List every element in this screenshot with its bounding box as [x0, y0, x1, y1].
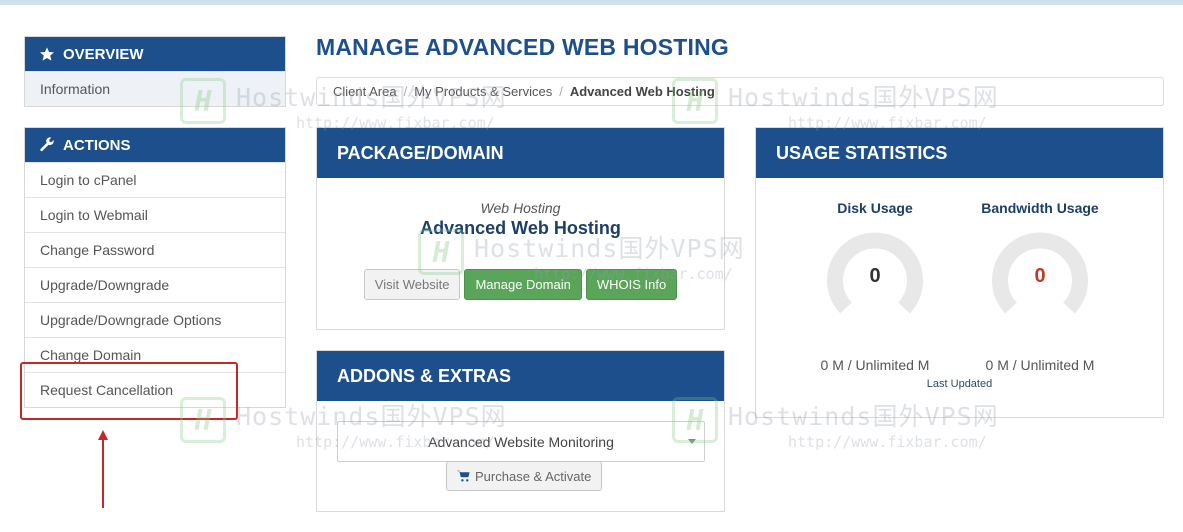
sidebar-item-login-cpanel[interactable]: Login to cPanel [25, 162, 285, 197]
addon-select-value: Advanced Website Monitoring [428, 433, 614, 450]
package-panel: PACKAGE/DOMAIN Web Hosting Advanced Web … [316, 127, 725, 330]
package-buttons: Visit Website Manage Domain WHOIS Info [317, 269, 724, 300]
breadcrumb-client-area[interactable]: Client Area [333, 84, 397, 99]
disk-usage-label: Disk Usage [837, 200, 913, 216]
cart-icon [457, 470, 470, 482]
watermark-url: http://www.fixbar.com/ [788, 433, 987, 451]
sidebar-item-change-domain[interactable]: Change Domain [25, 337, 285, 372]
sidebar-item-information[interactable]: Information [25, 71, 285, 106]
top-strip [0, 0, 1183, 5]
annotation-arrow [98, 430, 108, 508]
overview-title: OVERVIEW [63, 45, 144, 63]
breadcrumb-separator: / [403, 84, 408, 99]
bandwidth-usage-detail: 0 M / Unlimited M [985, 357, 1095, 373]
breadcrumb-separator: / [559, 84, 563, 99]
package-type: Web Hosting [480, 200, 561, 216]
bandwidth-usage-value: 0 [1034, 265, 1046, 287]
highlight-box [20, 362, 238, 420]
sidebar-item-login-webmail[interactable]: Login to Webmail [25, 197, 285, 232]
disk-usage-value: 0 [869, 265, 881, 287]
sidebar-item-upgrade-downgrade[interactable]: Upgrade/Downgrade [25, 267, 285, 302]
disk-usage-detail: 0 M / Unlimited M [820, 357, 930, 373]
whois-info-button[interactable]: WHOIS Info [585, 269, 678, 300]
disk-gauge-arc [827, 232, 923, 314]
star-icon [40, 47, 54, 61]
addons-panel: ADDONS & EXTRAS Advanced Website Monitor… [316, 350, 725, 512]
breadcrumb-current: Advanced Web Hosting [569, 84, 715, 99]
bandwidth-usage-label: Bandwidth Usage [981, 200, 1099, 216]
actions-panel: ACTIONS Login to cPanel Login to Webmail… [24, 127, 286, 408]
bandwidth-usage-gauge: Bandwidth Usage 0 0 M / Unlimited M [965, 200, 1115, 373]
breadcrumb-products[interactable]: My Products & Services [414, 84, 553, 99]
overview-panel: OVERVIEW Information [24, 36, 286, 107]
last-updated: Last Updated [926, 378, 993, 390]
visit-website-button[interactable]: Visit Website [363, 269, 461, 300]
package-title: PACKAGE/DOMAIN [317, 128, 724, 178]
wrench-icon [40, 137, 54, 152]
actions-header: ACTIONS [25, 128, 285, 162]
sidebar-item-request-cancellation[interactable]: Request Cancellation [25, 372, 285, 407]
sidebar-item-upgrade-downgrade-options[interactable]: Upgrade/Downgrade Options [25, 302, 285, 337]
manage-domain-button[interactable]: Manage Domain [464, 269, 582, 300]
addons-title: ADDONS & EXTRAS [317, 351, 724, 401]
purchase-activate-label: Purchase & Activate [475, 468, 592, 484]
sidebar-item-change-password[interactable]: Change Password [25, 232, 285, 267]
purchase-activate-button[interactable]: Purchase & Activate [446, 461, 603, 491]
usage-panel: USAGE STATISTICS Disk Usage 0 0 M / Unli… [755, 127, 1164, 418]
actions-title: ACTIONS [63, 136, 131, 154]
disk-usage-gauge: Disk Usage 0 0 M / Unlimited M [800, 200, 950, 373]
package-name: Advanced Web Hosting [420, 218, 621, 238]
caret-down-icon [688, 439, 696, 444]
breadcrumb: Client Area / My Products & Services / A… [316, 77, 1164, 106]
page-title: MANAGE ADVANCED WEB HOSTING [316, 34, 730, 60]
addon-select[interactable]: Advanced Website Monitoring [337, 421, 705, 462]
overview-header: OVERVIEW [25, 37, 285, 71]
bandwidth-gauge-arc [992, 232, 1088, 314]
usage-title: USAGE STATISTICS [756, 128, 1163, 178]
